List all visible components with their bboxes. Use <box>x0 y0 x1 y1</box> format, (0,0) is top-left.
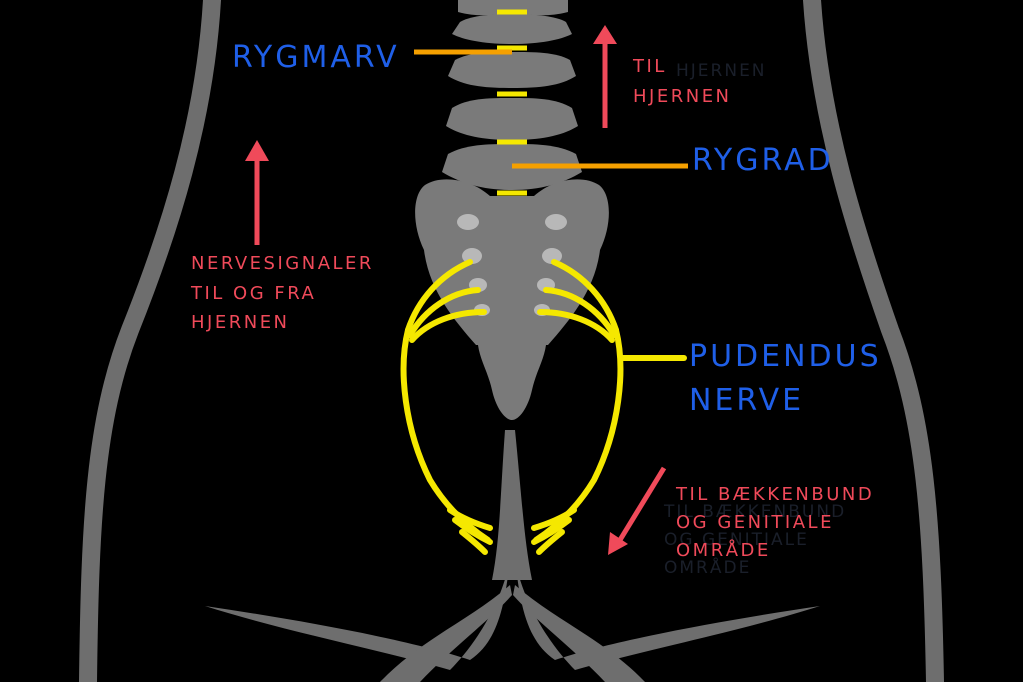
left-nerve-trunk <box>404 330 488 540</box>
to-brain-label-line2: HJERNEN <box>633 86 732 107</box>
vertebra <box>446 98 578 140</box>
pelvic-label-line3: OMRÅDE <box>676 539 771 561</box>
right-nerve-trunk <box>536 330 620 540</box>
left-gluteal-curve <box>205 560 510 670</box>
foramen <box>457 214 479 230</box>
vertebra <box>452 14 572 44</box>
spine-label: RYGRAD <box>692 143 834 178</box>
signals-arrow-head <box>245 140 269 161</box>
signals-label-line2: TIL OG FRA <box>190 283 316 304</box>
to-brain-arrow-head <box>593 25 617 44</box>
to-brain-label-line1: TIL <box>632 56 667 77</box>
intergluteal-cleft <box>492 430 532 580</box>
left-hip-outline <box>88 0 212 682</box>
ghost-to-brain: HJERNEN <box>676 61 767 81</box>
vertebra <box>448 52 576 88</box>
pelvic-label-line1: TIL BÆKKENBUND <box>675 484 874 505</box>
foramen <box>545 214 567 230</box>
spine <box>415 0 609 420</box>
signals-label-line1: NERVESIGNALER <box>191 253 374 274</box>
coccyx <box>478 345 546 420</box>
spinal-cord-label: RYGMARV <box>232 40 400 75</box>
pelvic-label-line2: OG GENITIALE <box>676 512 834 533</box>
signals-label-line3: HJERNEN <box>191 312 290 333</box>
pudendus-label-line1: PUDENDUS <box>689 339 882 374</box>
pudendus-label-line2: NERVE <box>689 383 804 418</box>
pelvic-arrow-shaft <box>620 468 664 540</box>
